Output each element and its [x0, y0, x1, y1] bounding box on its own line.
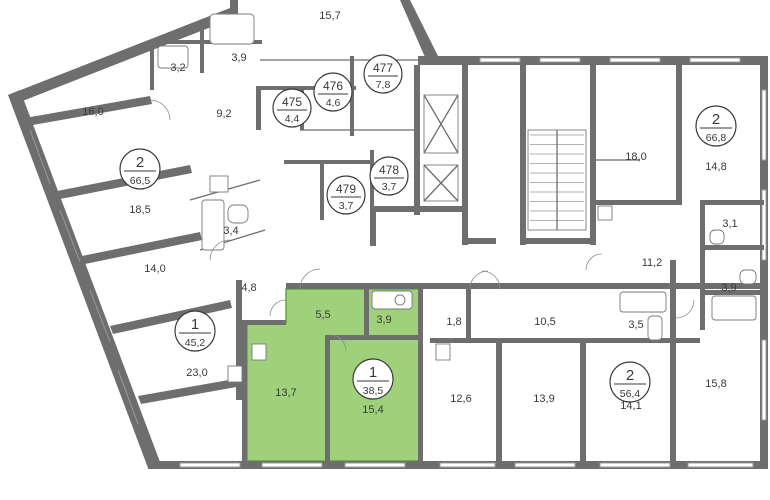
bathroom-fixtures — [157, 13, 757, 383]
apartment-marker-66-5: 2 66,5 — [119, 148, 161, 190]
elevator-shafts — [423, 94, 459, 202]
room-area-11-2: 11,2 — [642, 257, 663, 269]
room-area-9-2: 9,2 — [216, 108, 231, 120]
room-area-top: 15,7 — [319, 10, 340, 22]
apartment-rooms: 2 — [626, 367, 634, 384]
staircase — [527, 129, 587, 231]
room-area-14-8: 14,8 — [705, 161, 726, 173]
windows — [29, 57, 767, 468]
apartment-area: 66,5 — [130, 175, 151, 187]
storage-number: 475 — [282, 95, 302, 109]
room-area-15-4: 15,4 — [362, 404, 383, 416]
room-area-14-0: 14,0 — [144, 263, 165, 275]
room-area-14-1: 14,1 — [620, 400, 641, 412]
storage-number: 479 — [336, 182, 356, 196]
room-area-3-9-top: 3,9 — [231, 52, 246, 64]
room-area-16-0: 16,0 — [82, 106, 103, 118]
room-area-23-0: 23,0 — [186, 367, 207, 379]
storage-marker-479: 479 3,7 — [326, 175, 366, 215]
apartment-area: 45,2 — [185, 337, 206, 349]
storage-marker-475: 475 4,4 — [272, 88, 312, 128]
apartment-rooms: 1 — [191, 316, 199, 333]
room-area-3-9-right: 3,9 — [721, 282, 736, 294]
room-area-18-0: 18,0 — [625, 151, 646, 163]
apartment-marker-56-4: 2 56,4 — [609, 361, 651, 403]
storage-marker-477: 477 7,8 — [363, 54, 403, 94]
room-area-15-8: 15,8 — [705, 378, 726, 390]
storage-marker-476: 476 4,6 — [313, 72, 353, 112]
room-area-12-6: 12,6 — [450, 393, 471, 405]
room-area-13-7: 13,7 — [275, 387, 296, 399]
room-area-3-5: 3,5 — [628, 319, 643, 331]
storage-markers: 475 4,4 476 4,6 477 7,8 478 3,7 479 3,7 — [272, 54, 409, 215]
room-area-3-2: 3,2 — [170, 62, 185, 74]
storage-area: 4,6 — [326, 97, 341, 109]
room-area-18-5: 18,5 — [129, 204, 150, 216]
apartment-area: 56,4 — [620, 388, 641, 400]
room-area-3-9-hl: 3,9 — [376, 314, 391, 326]
storage-area: 3,7 — [339, 200, 354, 212]
storage-number: 478 — [379, 163, 399, 177]
storage-area: 4,4 — [285, 113, 300, 125]
door-swings — [149, 99, 695, 352]
apartment-rooms: 2 — [712, 111, 720, 128]
apartment-marker-66-8: 2 66,8 — [695, 105, 737, 147]
apartment-rooms: 2 — [136, 154, 144, 171]
storage-number: 477 — [373, 61, 393, 75]
apartment-marker-45-2: 1 45,2 — [174, 310, 216, 352]
apartment-rooms: 1 — [369, 364, 377, 381]
room-area-4-8: 4,8 — [241, 282, 256, 294]
room-area-3-1: 3,1 — [722, 218, 737, 230]
storage-area: 3,7 — [382, 181, 397, 193]
storage-area: 7,8 — [376, 79, 391, 91]
room-area-13-9: 13,9 — [533, 393, 554, 405]
storage-marker-478: 478 3,7 — [369, 156, 409, 196]
room-area-5-5: 5,5 — [315, 309, 330, 321]
room-labels: 15,7 16,0 3,2 3,9 9,2 18,5 3,4 14,0 4,8 … — [82, 10, 737, 416]
room-area-10-5: 10,5 — [534, 316, 555, 328]
room-area-1-8: 1,8 — [446, 316, 461, 328]
apartment-area: 38,5 — [363, 385, 384, 397]
room-area-3-4: 3,4 — [223, 225, 238, 237]
storage-number: 476 — [323, 79, 343, 93]
apartment-markers: 2 66,5 1 45,2 1 38,5 2 56,4 2 66,8 — [119, 105, 737, 403]
apartment-area: 66,8 — [706, 132, 727, 144]
highlighted-apartment[interactable] — [246, 288, 421, 462]
apartment-marker-38-5: 1 38,5 — [352, 358, 394, 400]
